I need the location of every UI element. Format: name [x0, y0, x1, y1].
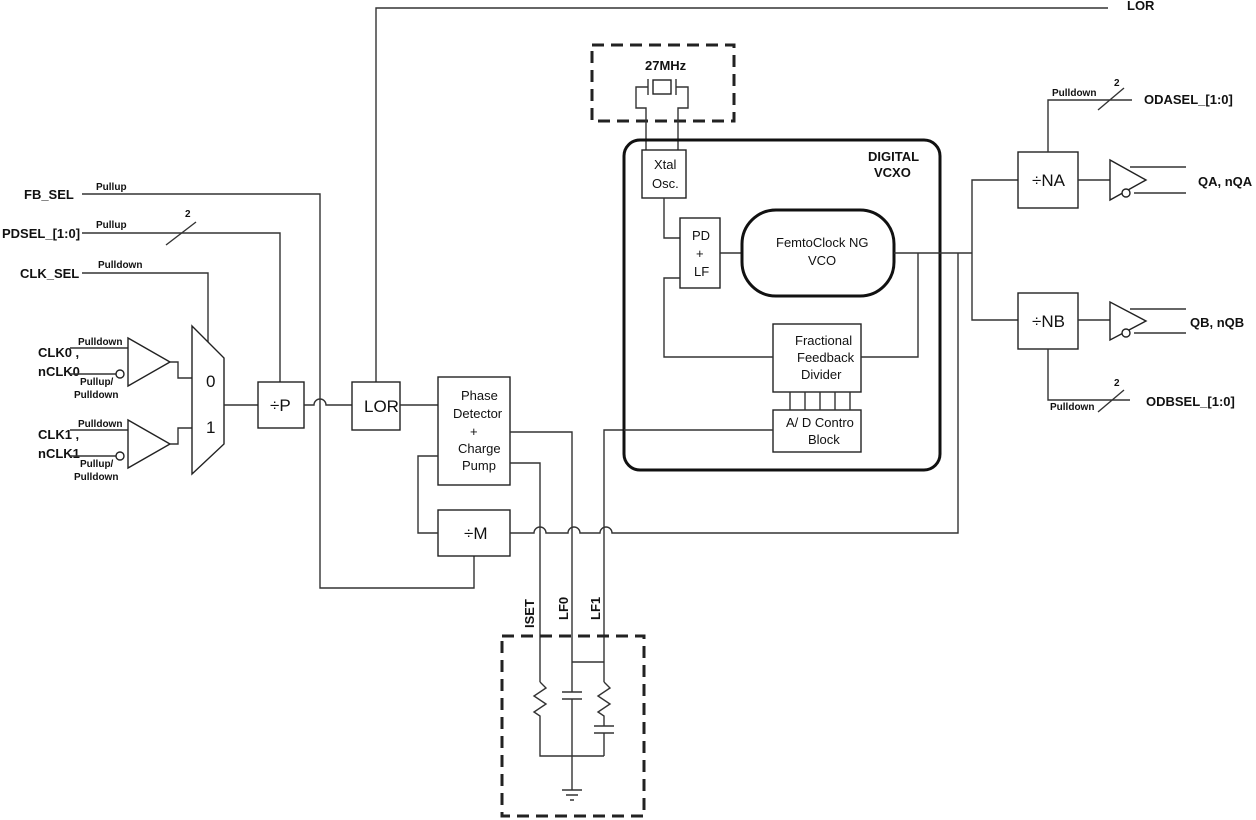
mux-input-0: 0 — [206, 372, 215, 391]
clk1-inversion-bubble — [115, 451, 125, 461]
lor-block-label: LOR — [364, 397, 399, 416]
pdsel-bus-width: 2 — [185, 209, 191, 220]
ground-symbol — [562, 789, 582, 801]
nclk0-pullup: Pullup/ — [80, 377, 114, 388]
lor-output-wire — [375, 7, 1108, 398]
odbsel-label: ODBSEL_[1:0] — [1146, 394, 1235, 409]
pdsel-label: PDSEL_[1:0] — [2, 226, 80, 241]
fb-sel-feedback-wire — [319, 400, 475, 589]
lf1-rc — [594, 681, 614, 756]
divider-nb-label: ÷NB — [1032, 312, 1065, 331]
divider-m — [437, 509, 511, 557]
pdlf-line-1: PD — [692, 228, 710, 243]
pd-line-3: + — [470, 424, 478, 439]
input-mux — [191, 324, 225, 476]
odbsel-bus-width: 2 — [1114, 378, 1120, 389]
divider-m-label: ÷M — [464, 524, 488, 543]
clk-sel-label: CLK_SEL — [20, 266, 79, 281]
vco-line-2: VCO — [808, 253, 836, 268]
digital-vcxo-title-1: DIGITAL — [868, 149, 919, 164]
fractional-feedback-divider — [772, 323, 862, 393]
clk-sel-wire — [82, 272, 209, 346]
fb-sel-wire — [82, 193, 321, 400]
vco-line-1: FemtoClock NG — [776, 235, 868, 250]
iset-pin-label: ISET — [522, 599, 537, 628]
divider-na — [1017, 151, 1079, 209]
odasel-label: ODASEL_[1:0] — [1144, 92, 1233, 107]
crystal-leads — [635, 79, 689, 150]
pd-line-2: Detector — [453, 406, 503, 421]
clk1-buffer — [127, 418, 172, 470]
divider-nb — [1017, 292, 1079, 350]
divider-na-label: ÷NA — [1032, 171, 1066, 190]
output-feedback-wire — [510, 253, 959, 534]
odasel-bus-width: 2 — [1114, 78, 1120, 89]
lf0-pin-label: LF0 — [556, 597, 571, 620]
nclk1-pulldown: Pulldown — [74, 472, 118, 483]
qb-label: QB, nQB — [1190, 315, 1244, 330]
divider-p-label: ÷P — [270, 396, 291, 415]
ffd-line-3: Divider — [801, 367, 842, 382]
lor-output-label: LOR — [1127, 0, 1155, 13]
nclk1-label: nCLK1 — [38, 446, 80, 461]
odbsel-pulldown: Pulldown — [1050, 402, 1094, 413]
external-loop-filter — [500, 634, 646, 818]
phase-detector-charge-pump — [437, 376, 511, 486]
digital-vcxo-title-2: VCXO — [874, 165, 911, 180]
qa-label: QA, nQA — [1198, 174, 1253, 189]
lf0-capacitor — [562, 662, 582, 790]
fb-sel-pullup: Pullup — [96, 182, 127, 193]
pdlf-line-2: + — [696, 246, 704, 261]
clk0-label: CLK0 , — [38, 345, 79, 360]
ffd-adc-bus — [789, 392, 851, 410]
pdsel-wire — [82, 232, 281, 382]
nclk0-label: nCLK0 — [38, 364, 80, 379]
crystal-frequency: 27MHz — [645, 58, 687, 73]
xtal-line-1: Xtal — [654, 157, 677, 172]
clk1-label: CLK1 , — [38, 427, 79, 442]
pd-line-1: Phase — [461, 388, 498, 403]
clk-sel-pulldown: Pulldown — [98, 260, 142, 271]
ad-control-block — [772, 409, 862, 453]
lor-block — [351, 381, 401, 431]
nclk1-pullup: Pullup/ — [80, 459, 114, 470]
iset-resistor — [532, 681, 604, 757]
clk0-buffer — [127, 336, 172, 388]
pdsel-pullup: Pullup — [96, 220, 127, 231]
adc-line-1: A/ D Contro — [786, 415, 854, 430]
lf0-wire — [510, 431, 573, 662]
crystal-icon — [652, 79, 672, 95]
lf1-wire — [603, 429, 624, 682]
pd-line-5: Pump — [462, 458, 496, 473]
pd-line-4: Charge — [458, 441, 501, 456]
odasel-pulldown: Pulldown — [1052, 88, 1096, 99]
xtal-line-2: Osc. — [652, 176, 679, 191]
odasel-wire — [1047, 99, 1132, 152]
clk1-pulldown: Pulldown — [78, 419, 122, 430]
m-to-pd-wire — [417, 455, 438, 534]
odbsel-wire — [1047, 349, 1130, 401]
lf1-pin-label: LF1 — [588, 597, 603, 620]
clk0-pulldown: Pulldown — [78, 337, 122, 348]
ffd-line-2: Feedback — [797, 350, 855, 365]
mux-input-1: 1 — [206, 418, 215, 437]
digital-vcxo — [622, 138, 942, 472]
adc-line-2: Block — [808, 432, 840, 447]
clk0-inversion-bubble — [115, 369, 125, 379]
fb-sel-label: FB_SEL — [24, 187, 74, 202]
iset-wire — [510, 462, 541, 682]
ffd-line-1: Fractional — [795, 333, 852, 348]
crystal-package — [590, 43, 736, 123]
pdlf-line-3: LF — [694, 264, 709, 279]
pdsel-bus-slash — [165, 221, 197, 246]
xtal-oscillator — [641, 149, 687, 199]
nclk0-pulldown: Pulldown — [74, 390, 118, 401]
pd-lf-block — [679, 217, 721, 289]
